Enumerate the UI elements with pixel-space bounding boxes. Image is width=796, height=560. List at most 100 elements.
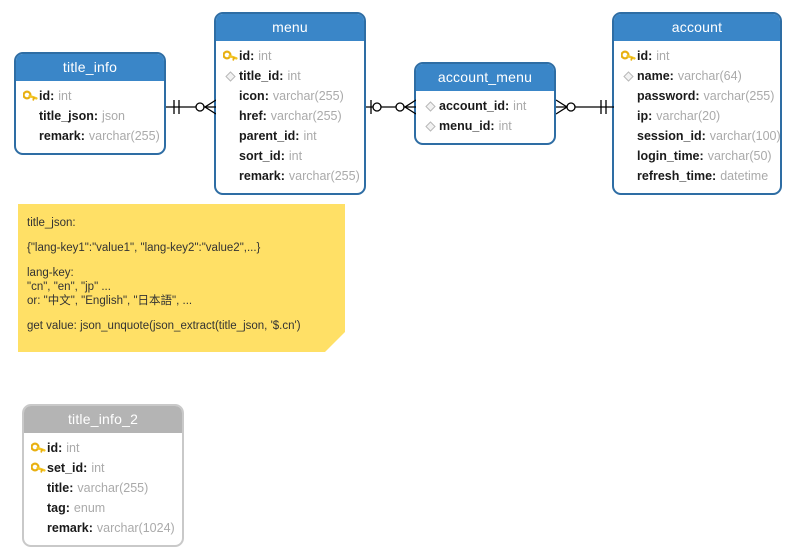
field-type: varchar(255) [288, 169, 360, 183]
field-type: varchar(20) [656, 109, 721, 123]
note-title_json[interactable]: title_json: {"lang-key1":"value1", "lang… [18, 204, 345, 352]
entity-account-header: account [614, 14, 780, 41]
field-row[interactable]: title_id: int [222, 66, 358, 86]
blank-icon [22, 128, 39, 144]
field-type: int [303, 129, 317, 143]
field-row[interactable]: id: int [30, 438, 176, 458]
entity-menu-header: menu [216, 14, 364, 41]
field-type: json [102, 109, 125, 123]
field-name: session_id [637, 129, 702, 143]
blank-icon [30, 500, 47, 516]
field-row[interactable]: name: varchar(64) [620, 66, 774, 86]
field-separator: : [65, 501, 70, 515]
field-type: int [498, 119, 512, 133]
key-icon [30, 460, 47, 476]
field-row[interactable]: parent_id: int [222, 126, 358, 146]
entity-account-fields: id: int name: varchar(64) password: varc… [614, 41, 780, 193]
diamond-icon [422, 98, 439, 114]
field-row[interactable]: ip: varchar(20) [620, 106, 774, 126]
field-name: name [637, 69, 670, 83]
blank-icon [620, 108, 637, 124]
note-line: or: "中文", "English", "日本語", ... [27, 295, 193, 307]
field-name: account_id [439, 99, 505, 113]
field-name: remark [239, 169, 281, 183]
field-row[interactable]: menu_id: int [422, 116, 548, 136]
field-row[interactable]: id: int [620, 46, 774, 66]
field-name: href [239, 109, 263, 123]
field-row[interactable]: href: varchar(255) [222, 106, 358, 126]
field-type: int [58, 89, 72, 103]
field-name: title_id [239, 69, 280, 83]
field-row[interactable]: login_time: varchar(50) [620, 146, 774, 166]
field-name: remark [39, 129, 81, 143]
entity-menu[interactable]: menu id: int title_id: int icon: varchar… [214, 12, 366, 195]
field-row[interactable]: remark: varchar(255) [22, 126, 160, 146]
field-separator: : [669, 69, 674, 83]
entity-account_menu[interactable]: account_menu account_id: int menu_id: in… [414, 62, 556, 145]
field-row[interactable]: icon: varchar(255) [222, 86, 358, 106]
field-name: id [239, 49, 251, 63]
field-name: sort_id [239, 149, 281, 163]
field-row[interactable]: account_id: int [422, 96, 548, 116]
field-type: varchar(255) [88, 129, 160, 143]
field-type: varchar(255) [77, 481, 149, 495]
relationship-menu-account_menu [366, 99, 416, 115]
field-row[interactable]: refresh_time: datetime [620, 166, 774, 186]
key-icon [222, 48, 239, 64]
blank-icon [620, 88, 637, 104]
note-line: "cn", "en", "jp" ... [27, 281, 111, 293]
field-type: int [656, 49, 670, 63]
blank-icon [222, 88, 239, 104]
field-separator: : [80, 129, 85, 143]
field-separator: : [262, 109, 267, 123]
entity-account[interactable]: account id: int name: varchar(64) passwo… [612, 12, 782, 195]
field-row[interactable]: id: int [222, 46, 358, 66]
field-separator: : [295, 129, 300, 143]
entity-title_info-header: title_info [16, 54, 164, 81]
field-row[interactable]: remark: varchar(255) [222, 166, 360, 186]
field-type: int [66, 441, 80, 455]
field-row[interactable]: sort_id: int [222, 146, 358, 166]
field-name: title [47, 481, 70, 495]
field-separator: : [701, 129, 706, 143]
field-row[interactable]: title_json: json [22, 106, 158, 126]
diamond-icon [422, 118, 439, 134]
entity-title_info[interactable]: title_info id: int title_json: json rema… [14, 52, 166, 155]
field-row[interactable]: remark: varchar(1024) [30, 518, 176, 538]
entity-title_info_2[interactable]: title_info_2 id: int set_id: int title: … [22, 404, 184, 547]
field-separator: : [88, 521, 93, 535]
field-name: id [637, 49, 649, 63]
field-separator: : [69, 481, 74, 495]
field-row[interactable]: set_id: int [30, 458, 176, 478]
field-name: set_id [47, 461, 84, 475]
field-type: enum [73, 501, 106, 515]
field-separator: : [648, 109, 653, 123]
blank-icon [620, 148, 637, 164]
field-type: varchar(50) [707, 149, 772, 163]
field-name: remark [47, 521, 89, 535]
field-separator: : [695, 89, 700, 103]
relationship-account_menu-account [556, 99, 614, 115]
field-row[interactable]: id: int [22, 86, 158, 106]
field-row[interactable]: session_id: varchar(100) [620, 126, 780, 146]
field-row[interactable]: password: varchar(255) [620, 86, 774, 106]
field-type: varchar(255) [270, 109, 342, 123]
field-type: varchar(255) [272, 89, 344, 103]
entity-account_menu-fields: account_id: int menu_id: int [416, 91, 554, 143]
field-row[interactable]: title: varchar(255) [30, 478, 176, 498]
diamond-icon [222, 68, 239, 84]
field-type: varchar(64) [677, 69, 742, 83]
entity-account_menu-header: account_menu [416, 64, 554, 91]
blank-icon [620, 168, 637, 184]
field-separator: : [648, 49, 653, 63]
blank-icon [222, 108, 239, 124]
field-name: password [637, 89, 696, 103]
field-type: datetime [720, 169, 769, 183]
field-row[interactable]: tag: enum [30, 498, 176, 518]
field-separator: : [280, 149, 285, 163]
field-separator: : [58, 441, 63, 455]
field-separator: : [712, 169, 717, 183]
field-separator: : [699, 149, 704, 163]
entity-menu-fields: id: int title_id: int icon: varchar(255)… [216, 41, 364, 193]
field-separator: : [50, 89, 55, 103]
